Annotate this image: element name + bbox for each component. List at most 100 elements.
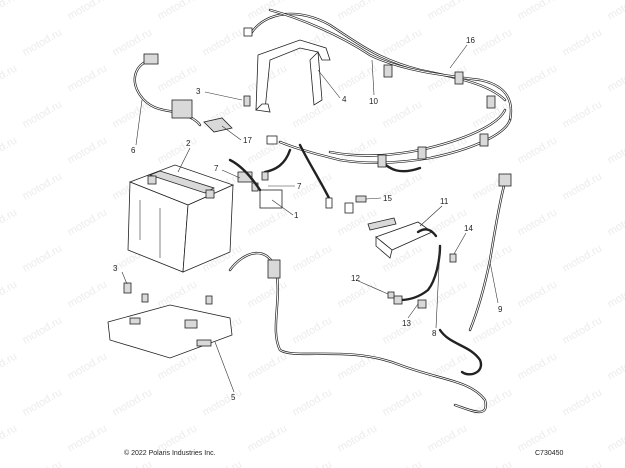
watermark-text: motod.ru	[516, 134, 560, 166]
watermark-text: motod.ru	[66, 422, 110, 454]
watermark-text: motod.ru	[561, 458, 605, 468]
watermark-text: motod.ru	[516, 350, 560, 382]
callout-7: 7	[214, 164, 219, 173]
watermark-text: motod.ru	[21, 170, 65, 202]
callout-3: 3	[113, 264, 118, 273]
watermark-text: motod.ru	[66, 0, 110, 23]
fuse-block	[367, 217, 438, 259]
main-harness	[243, 8, 513, 214]
watermark-text: motod.ru	[0, 134, 19, 166]
watermark-text: motod.ru	[156, 134, 200, 166]
callout-15: 15	[383, 194, 392, 203]
watermark-text: motod.ru	[426, 350, 470, 382]
watermark-text: motod.ru	[606, 206, 625, 238]
watermark-text: motod.ru	[606, 278, 625, 310]
watermark-text: motod.ru	[561, 26, 605, 58]
battery-cable-6	[133, 53, 202, 127]
callout-12: 12	[351, 274, 360, 283]
watermark-text: motod.ru	[471, 314, 515, 346]
watermark-text: motod.ru	[291, 386, 335, 418]
watermark-text: motod.ru	[21, 242, 65, 274]
screw-left	[123, 282, 132, 294]
watermark-text: motod.ru	[426, 206, 470, 238]
watermark-text: motod.ru	[156, 62, 200, 94]
copyright-text: © 2022 Polaris Industries Inc.	[124, 450, 216, 457]
watermark-text: motod.ru	[156, 278, 200, 310]
watermark-text: motod.ru	[21, 314, 65, 346]
bracket	[255, 39, 331, 113]
battery-tray	[107, 293, 233, 359]
screw-top	[243, 95, 251, 107]
watermark-text: motod.ru	[201, 386, 245, 418]
watermark-text: motod.ru	[21, 458, 65, 468]
watermark-text: motod.ru	[201, 26, 245, 58]
callout-labels: 1 2 3 3 4 5 6 7 7 8 9 10 11 12 13 14 15 …	[113, 36, 503, 402]
watermark-text: motod.ru	[381, 26, 425, 58]
watermark-text: motod.ru	[471, 458, 515, 468]
watermark-text: motod.ru	[66, 206, 110, 238]
watermark-text: motod.ru	[0, 350, 19, 382]
watermark-text: motod.ru	[561, 242, 605, 274]
callout-1: 1	[294, 211, 299, 220]
watermark-text: motod.ru	[21, 98, 65, 130]
negative-cable-9	[468, 173, 512, 332]
screw-15	[355, 195, 367, 203]
watermark-text: motod.ru	[246, 206, 290, 238]
watermark-text: motod.ru	[516, 0, 560, 23]
callout-11: 11	[440, 197, 449, 206]
leader-lines	[121, 44, 499, 393]
watermark-text: motod.ru	[606, 134, 625, 166]
callout-10: 10	[369, 97, 378, 106]
watermark-text: motod.ru	[336, 422, 380, 454]
watermark-text: motod.ru	[246, 350, 290, 382]
watermark-text: motod.ru	[66, 134, 110, 166]
watermark-text: motod.ru	[291, 98, 335, 130]
watermark-text: motod.ru	[0, 62, 19, 94]
watermark-text: motod.ru	[246, 278, 290, 310]
watermark-text: motod.ru	[0, 422, 19, 454]
watermark-text: motod.ru	[606, 0, 625, 23]
watermark-text: motod.ru	[381, 98, 425, 130]
ground-cable-8	[393, 244, 442, 305]
harness-clips	[377, 64, 496, 168]
watermark-text: motod.ru	[381, 386, 425, 418]
lower-harness	[228, 251, 487, 414]
watermark-text: motod.ru	[561, 98, 605, 130]
watermark-text: motod.ru	[0, 0, 19, 23]
battery	[127, 164, 235, 273]
watermark-text: motod.ru	[426, 0, 470, 23]
callout-8: 8	[432, 329, 437, 338]
watermark-text: motod.ru	[561, 314, 605, 346]
watermark-text: motod.ru	[0, 206, 19, 238]
callout-14: 14	[464, 224, 473, 233]
watermark-text: motod.ru	[291, 458, 335, 468]
watermark-text: motod.ru	[471, 26, 515, 58]
callout-6: 6	[131, 146, 136, 155]
callout-17: 17	[243, 136, 252, 145]
watermark-text: motod.ru	[21, 26, 65, 58]
watermark-text: motod.ru	[606, 422, 625, 454]
watermark-text: motod.ru	[246, 422, 290, 454]
callout-4: 4	[342, 95, 347, 104]
watermark-text: motod.ru	[516, 62, 560, 94]
watermark-text: motod.ru	[606, 62, 625, 94]
watermark-text: motod.ru	[66, 62, 110, 94]
callout-13: 13	[402, 319, 411, 328]
callout-2: 2	[186, 139, 191, 148]
callout-16: 16	[466, 36, 475, 45]
watermark-text: motod.ru	[561, 386, 605, 418]
watermark-text: motod.ru	[201, 458, 245, 468]
watermark-text: motod.ru	[426, 422, 470, 454]
watermark-text: motod.ru	[291, 314, 335, 346]
watermark-text: motod.ru	[516, 206, 560, 238]
watermark-text: motod.ru	[111, 386, 155, 418]
watermark-text: motod.ru	[516, 278, 560, 310]
callout-7: 7	[297, 182, 302, 191]
watermark-text: motod.ru	[336, 0, 380, 23]
watermark-text: motod.ru	[291, 242, 335, 274]
drawing-id: C730450	[535, 450, 564, 457]
callout-5: 5	[231, 393, 236, 402]
watermark-text: motod.ru	[381, 458, 425, 468]
watermark-text: motod.ru	[66, 278, 110, 310]
